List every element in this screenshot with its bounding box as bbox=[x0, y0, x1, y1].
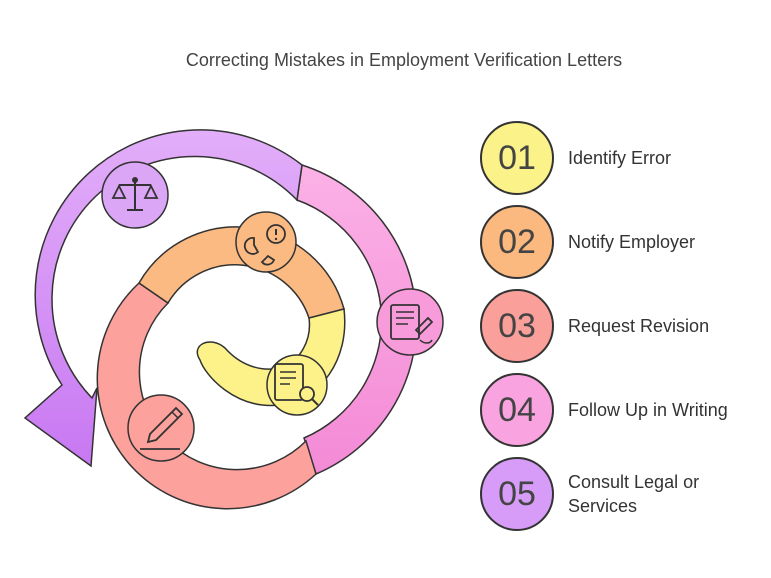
step-label: Request Revision bbox=[568, 316, 710, 336]
alert-pie-icon bbox=[235, 211, 297, 273]
document-sign-icon bbox=[376, 288, 444, 356]
step-number-badge: 03 bbox=[480, 289, 554, 363]
step-label: Follow Up in Writing bbox=[568, 400, 728, 420]
outer-ring-purple-segment bbox=[23, 129, 303, 468]
step-notify-employer: 02 Notify Employer bbox=[480, 205, 771, 279]
step-label: Consult Legal or Services bbox=[568, 472, 700, 516]
step-label: Identify Error bbox=[568, 148, 672, 168]
step-number-badge: 01 bbox=[480, 121, 554, 195]
scales-icon bbox=[101, 161, 169, 229]
pencil-icon bbox=[127, 394, 195, 462]
step-number-badge: 05 bbox=[480, 457, 554, 531]
step-identify-error: 01 Identify Error bbox=[480, 121, 771, 195]
document-search-icon bbox=[266, 354, 328, 416]
step-request-revision: 03 Request Revision bbox=[480, 289, 771, 363]
step-consult-legal: 05 Consult Legal or Services bbox=[480, 457, 771, 531]
step-number-badge: 04 bbox=[480, 373, 554, 447]
step-follow-up-in-writing: 04 Follow Up in Writing bbox=[480, 373, 771, 447]
page-title: Correcting Mistakes in Employment Verifi… bbox=[185, 50, 623, 70]
outer-ring-pink-segment bbox=[296, 164, 418, 476]
cycle-diagram bbox=[23, 129, 444, 510]
step-label: Notify Employer bbox=[568, 232, 696, 252]
step-number-badge: 02 bbox=[480, 205, 554, 279]
